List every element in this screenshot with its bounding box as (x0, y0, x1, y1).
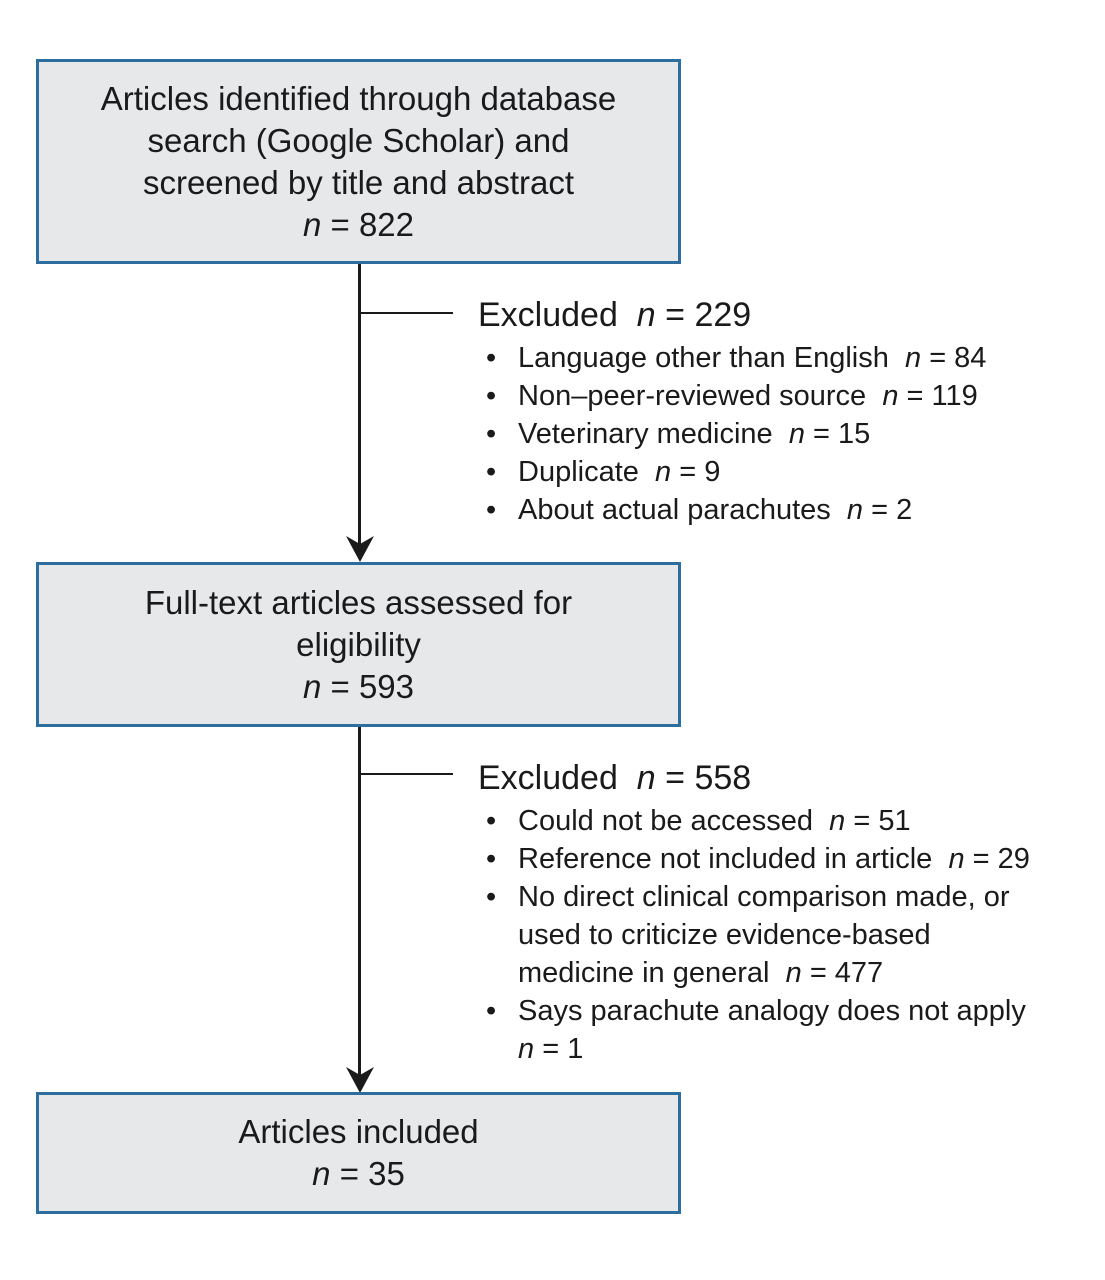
exclusion-item: Language other than English n = 84 (478, 339, 986, 377)
identified-line-3: screened by title and abstract (142, 163, 575, 201)
connector-line-1 (358, 264, 361, 544)
identified-line-1: Articles identified through database (100, 79, 617, 117)
exclusion-branch-1 (358, 312, 453, 314)
exclusion-title-2: Excluded n = 558 (478, 759, 752, 797)
exclusion-item: No direct clinical comparison made, or u… (478, 878, 1030, 992)
identified-count: n = 822 (302, 205, 415, 243)
arrowhead-1 (346, 536, 374, 562)
arrowhead-2 (346, 1067, 374, 1093)
fulltext-line-1: Full-text articles assessed for (144, 583, 573, 621)
exclusion-item: Reference not included in article n = 29 (478, 840, 1030, 878)
exclusion-branch-2 (358, 773, 453, 775)
exclusion-title-1: Excluded n = 229 (478, 296, 752, 334)
exclusion-item: Could not be accessed n = 51 (478, 802, 1030, 840)
fulltext-count: n = 593 (302, 667, 415, 705)
exclusion-item: About actual parachutes n = 2 (478, 491, 986, 529)
identified-line-2: search (Google Scholar) and (147, 121, 570, 159)
exclusion-panel-1: Excluded n = 229 Language other than Eng… (478, 295, 986, 529)
fulltext-line-2: eligibility (296, 625, 421, 663)
identified-box: Articles identified through database sea… (36, 59, 681, 264)
included-box: Articles included n = 35 (36, 1092, 681, 1214)
included-count: n = 35 (312, 1155, 405, 1192)
exclusion-panel-2: Excluded n = 558 Could not be accessed n… (478, 758, 1030, 1068)
exclusion-item: Says parachute analogy does not apply n … (478, 992, 1030, 1068)
exclusion-item: Non–peer-reviewed source n = 119 (478, 377, 986, 415)
exclusion-item: Veterinary medicine n = 15 (478, 415, 986, 453)
included-line-1: Articles included (238, 1113, 479, 1150)
connector-line-2 (358, 727, 361, 1075)
fulltext-box: Full-text articles assessed for eligibil… (36, 562, 681, 727)
exclusion-item: Duplicate n = 9 (478, 453, 986, 491)
